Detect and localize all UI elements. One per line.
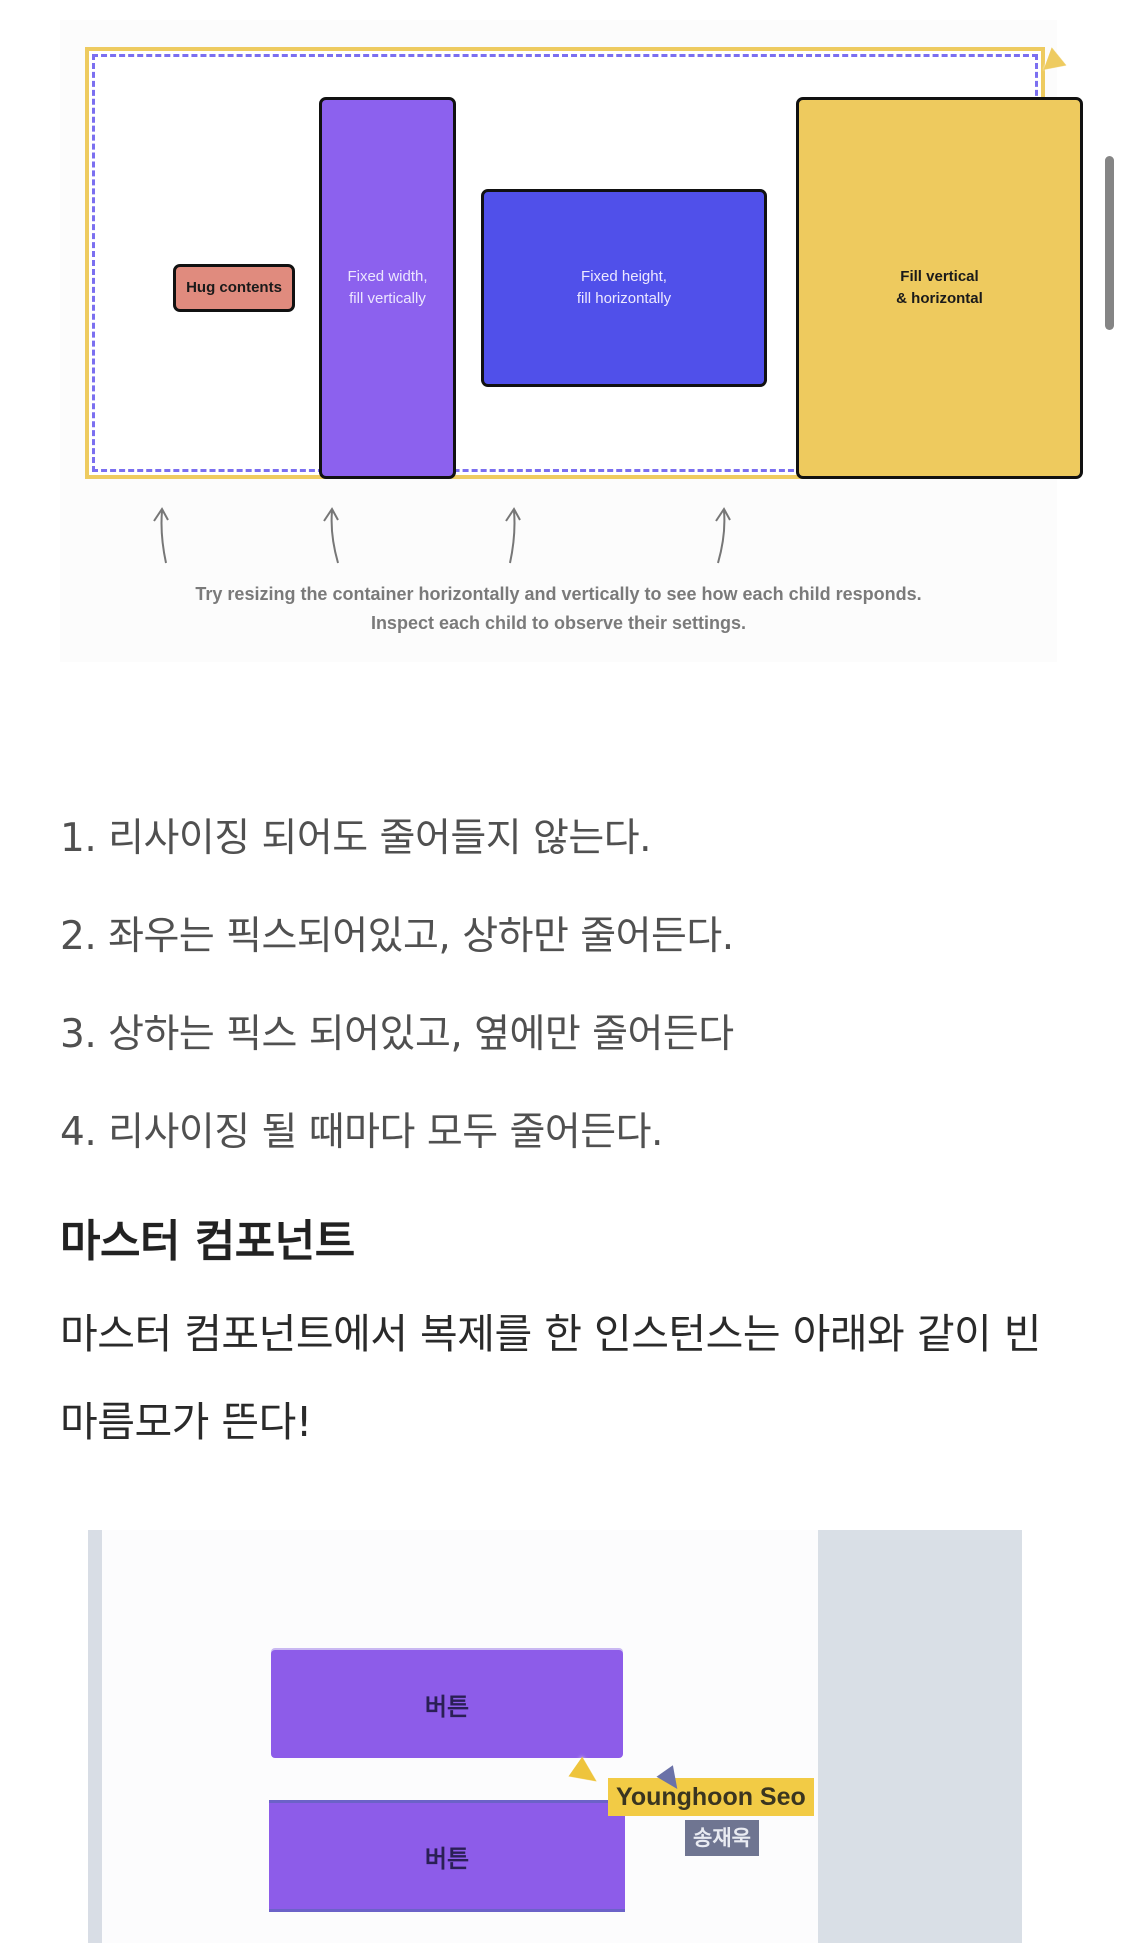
fixed-height-box: Fixed height, fill horizontally xyxy=(481,189,767,387)
master-component-screenshot: 버튼 버튼 Younghoon Seo 송재욱 xyxy=(88,1530,1022,1943)
section-heading: 마스터 컴포넌트 xyxy=(60,1216,355,1267)
arrow-up-icon xyxy=(715,507,731,564)
arrow-up-icon xyxy=(153,507,169,564)
canvas-right-panel xyxy=(818,1530,1022,1943)
list-item: 2. 좌우는 픽스되어있고, 상하만 줄어든다. xyxy=(60,914,734,959)
fixed-width-label: Fixed width, fill vertically xyxy=(347,268,428,307)
resize-behavior-list: 1. 리사이징 되어도 줄어들지 않는다. 2. 좌우는 픽스되어있고, 상하만… xyxy=(60,790,734,1182)
list-item: 3. 상하는 픽스 되어있고, 옆에만 줄어든다 xyxy=(60,1012,734,1057)
instance-button-component: 버튼 xyxy=(269,1800,625,1912)
list-item: 4. 리사이징 될 때마다 모두 줄어든다. xyxy=(60,1110,663,1155)
fill-both-label: Fill vertical & horizontal xyxy=(896,268,983,307)
button-label: 버튼 xyxy=(424,1844,470,1873)
resize-cursor-icon xyxy=(1043,47,1071,77)
fill-both-box: Fill vertical & horizontal xyxy=(796,97,1083,479)
caption-line-1: Try resizing the container horizontally … xyxy=(195,584,922,604)
vertical-scrollbar[interactable] xyxy=(1105,156,1114,330)
collaborator-cursor-icon xyxy=(568,1756,604,1792)
hug-contents-label: Hug contents xyxy=(186,279,282,296)
arrow-up-icon xyxy=(323,507,339,564)
hug-contents-box: Hug contents xyxy=(173,264,295,312)
list-item: 1. 리사이징 되어도 줄어들지 않는다. xyxy=(60,816,652,861)
collaborator-name-tag: Younghoon Seo xyxy=(608,1778,814,1816)
master-button-component: 버튼 xyxy=(271,1650,623,1758)
fixed-width-box: Fixed width, fill vertically xyxy=(319,97,456,479)
caption-line-2: Inspect each child to observe their sett… xyxy=(370,613,747,633)
button-label: 버튼 xyxy=(424,1692,470,1721)
canvas-left-edge xyxy=(88,1530,102,1943)
fixed-height-label: Fixed height, fill horizontally xyxy=(576,268,672,307)
collaborator-name-tag: 송재욱 xyxy=(685,1820,759,1856)
auto-layout-container-frame: Hug contents Fixed width, fill verticall… xyxy=(85,47,1083,479)
arrow-up-icon xyxy=(505,507,521,564)
section-paragraph: 마스터 컴포넌트에서 복제를 한 인스턴스는 아래와 같이 빈 마름모가 뜬다! xyxy=(60,1310,1042,1446)
auto-layout-demo-image: Hug contents Fixed width, fill verticall… xyxy=(60,20,1083,662)
figure-caption: Try resizing the container horizontally … xyxy=(60,580,1057,638)
